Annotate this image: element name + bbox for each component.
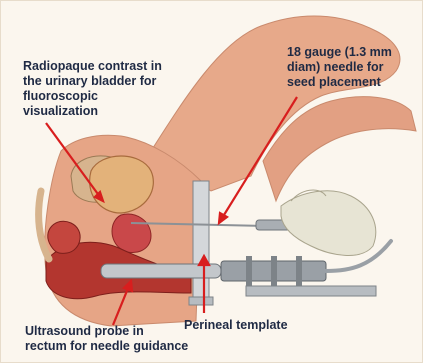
probe-stepper-2 bbox=[271, 256, 277, 286]
arrow-needle-head bbox=[219, 213, 227, 223]
contrast-label: Radiopaque contrast in the urinary bladd… bbox=[23, 59, 193, 119]
probe-stepper-3 bbox=[296, 256, 302, 286]
intestine-coils bbox=[48, 221, 80, 253]
stepper-base bbox=[246, 286, 376, 296]
probe-label: Ultrasound probe in rectum for needle gu… bbox=[25, 324, 245, 354]
perineal-template bbox=[193, 181, 209, 301]
gloved-hand bbox=[281, 191, 376, 256]
template-base bbox=[189, 297, 213, 305]
probe-stepper-1 bbox=[246, 256, 252, 286]
needle-label: 18 gauge (1.3 mm diam) needle for seed p… bbox=[287, 45, 417, 90]
